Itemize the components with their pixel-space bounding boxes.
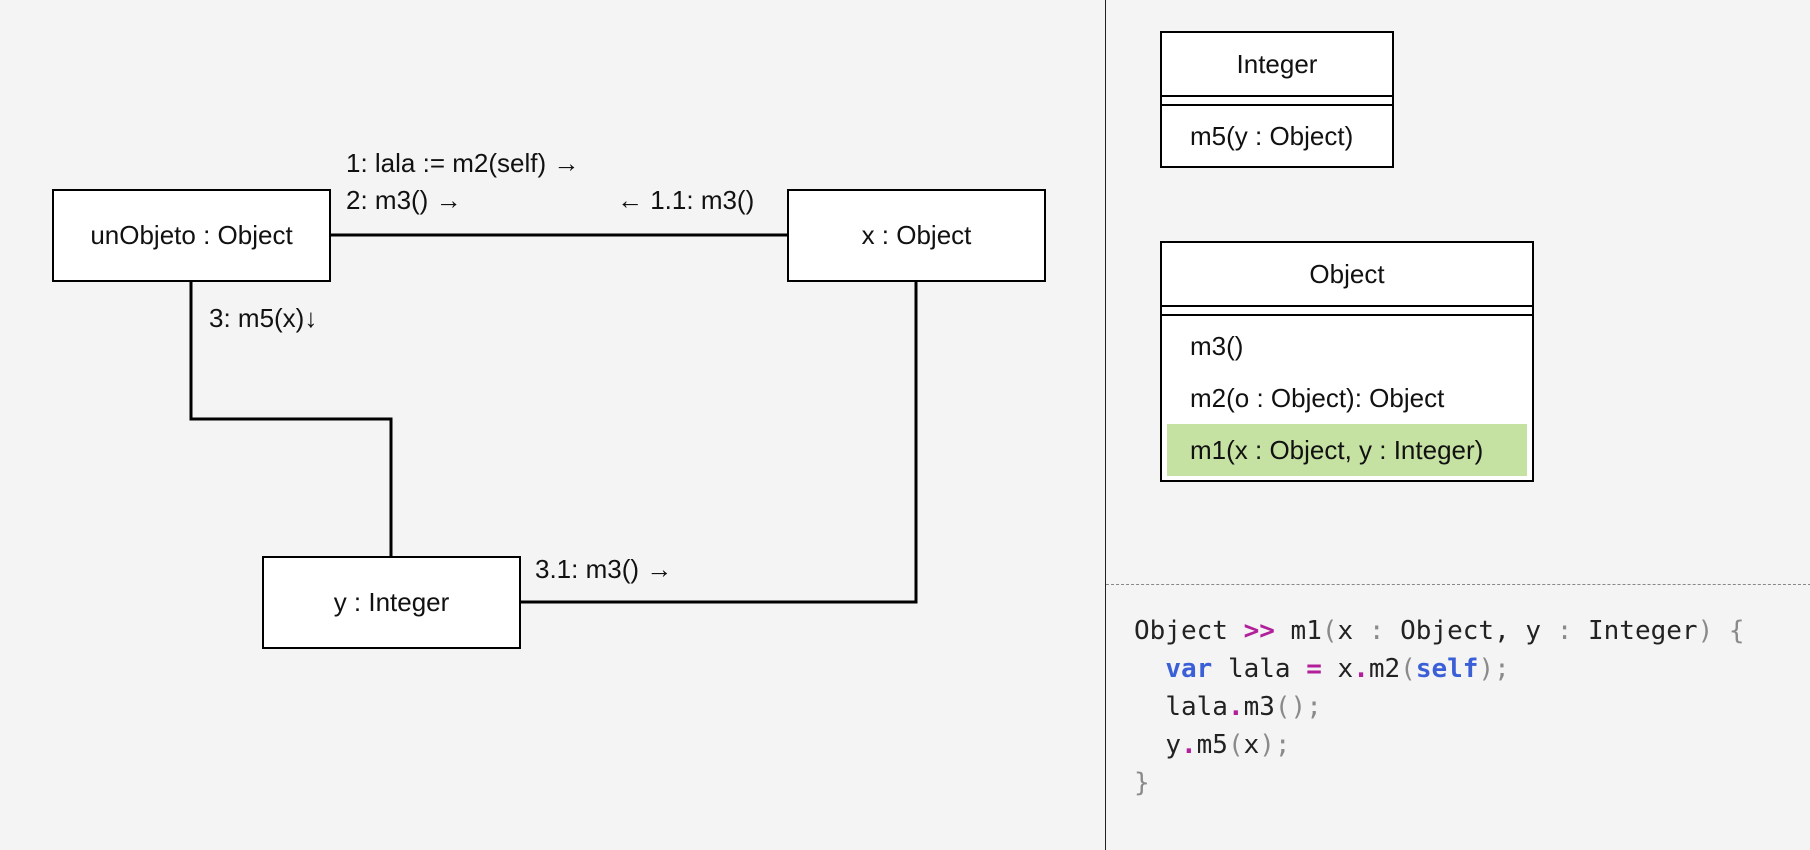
code-divider bbox=[1106, 584, 1810, 585]
class-methods: m3() m2(o : Object): Object m1(x : Objec… bbox=[1162, 316, 1532, 480]
code-line-3: lala.m3(); bbox=[1165, 692, 1322, 722]
class-attributes bbox=[1162, 97, 1392, 106]
class-methods: m5(y : Object) bbox=[1162, 106, 1392, 166]
code-line-5: } bbox=[1134, 768, 1150, 798]
collaboration-diagram: unObjeto : Object x : Object y : Integer… bbox=[52, 148, 1046, 649]
object-x[interactable]: x : Object bbox=[787, 189, 1046, 282]
message-3-1-label: 3.1: m3() → bbox=[535, 554, 673, 584]
class-name: Integer bbox=[1162, 33, 1392, 97]
link-y-x bbox=[520, 281, 918, 604]
class-name: Object bbox=[1162, 243, 1532, 307]
code-line-4: y.m5(x); bbox=[1165, 730, 1291, 760]
method-m1-highlighted[interactable]: m1(x : Object, y : Integer) bbox=[1167, 424, 1527, 476]
connector-lines bbox=[189, 233, 918, 604]
code-block: Object >> m1(x : Object, y : Integer) { … bbox=[1134, 612, 1745, 802]
link-unobjeto-y bbox=[189, 281, 393, 556]
method-m2[interactable]: m2(o : Object): Object bbox=[1190, 382, 1445, 413]
class-box-object[interactable]: Object m3() m2(o : Object): Object m1(x … bbox=[1160, 241, 1534, 482]
message-1-label: 1: lala := m2(self) → bbox=[346, 148, 580, 178]
method-m5[interactable]: m5(y : Object) bbox=[1190, 120, 1354, 151]
object-unobjeto[interactable]: unObjeto : Object bbox=[52, 189, 331, 282]
code-line-1: Object >> m1(x : Object, y : Integer) { bbox=[1134, 616, 1745, 646]
method-m3[interactable]: m3() bbox=[1190, 330, 1244, 361]
right-panel: Integer m5(y : Object) Object m3() m2(o … bbox=[1105, 0, 1810, 850]
class-box-integer[interactable]: Integer m5(y : Object) bbox=[1160, 31, 1394, 168]
message-1-1-label: ← 1.1: m3() bbox=[617, 185, 755, 215]
message-2-label: 2: m3() → bbox=[346, 185, 462, 215]
message-3-label: 3: m5(x)↓ bbox=[209, 303, 318, 333]
class-attributes bbox=[1162, 307, 1532, 316]
code-line-2: var lala = x.m2(self); bbox=[1165, 654, 1510, 684]
object-y[interactable]: y : Integer bbox=[262, 556, 521, 649]
